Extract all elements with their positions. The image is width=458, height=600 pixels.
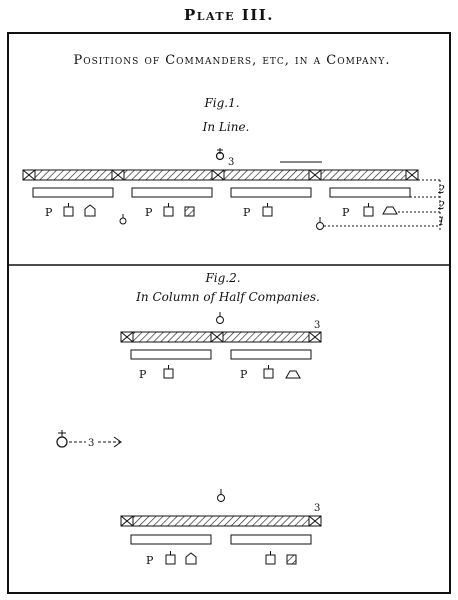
sergeant-icon: [63, 203, 74, 217]
fig1-subtitle: In Line.: [202, 120, 250, 134]
fig2-bottom-right-number: 3: [314, 503, 320, 514]
sergeant-icon: [165, 551, 176, 565]
fig2-lower-rank: [120, 515, 322, 527]
sergeant-icon: [363, 203, 374, 217]
side-commander-arrow: [56, 430, 122, 448]
plate-title: Plate III.: [184, 6, 274, 24]
fig2-commander-icon: [216, 312, 224, 324]
fig2-upper-sections: [130, 349, 312, 360]
marker-p: P: [145, 206, 153, 219]
plate-frame: [7, 32, 451, 594]
house-icon: [382, 206, 398, 215]
fig1-dotted-lines: [324, 179, 441, 230]
marker-p: P: [342, 206, 350, 219]
fig1-front-rank: [22, 169, 419, 181]
fig2-lower-markers: P: [146, 551, 297, 567]
sergeant-icon: [163, 365, 174, 379]
fig1-markers: P P P P: [45, 203, 398, 230]
hatched-square-icon: [286, 554, 297, 565]
fig1-commander-icon: [215, 148, 225, 161]
marker-p: P: [240, 368, 248, 381]
fig2-caption: Fig.2.: [204, 271, 240, 285]
marker-p: P: [243, 206, 251, 219]
side-arrow-number: 3: [88, 438, 94, 449]
sergeant-icon: [163, 203, 174, 217]
marker-p: P: [146, 554, 154, 567]
fig1-caption: Fig.1.: [203, 96, 239, 110]
sergeant-icon: [265, 551, 276, 565]
fig2-upper-rank: [120, 331, 322, 343]
fig1-right-number: 2: [437, 183, 445, 196]
guide-circle-icon: [119, 214, 127, 225]
hatched-square-icon: [184, 206, 195, 217]
fig2-lower-sections: [130, 534, 312, 545]
marker-p: P: [45, 206, 53, 219]
marker-p: P: [139, 368, 147, 381]
fig1-right-number: 2: [437, 199, 445, 212]
fig1-sections: [32, 187, 411, 198]
fig1-right-number: 1: [438, 215, 445, 228]
house-icon: [84, 204, 96, 217]
fig2-lower-commander-icon: [217, 489, 225, 502]
fig1-center-number: 3: [228, 157, 234, 168]
sergeant-icon: [263, 365, 274, 379]
fig2-top-right-number: 3: [314, 320, 320, 331]
fig2-upper-markers: P P: [139, 365, 301, 381]
officer-circle-icon: [316, 217, 324, 230]
house-icon: [285, 370, 301, 379]
fig2-subtitle: In Column of Half Companies.: [135, 290, 320, 304]
house-icon: [185, 552, 197, 565]
sergeant-icon: [262, 203, 273, 217]
main-title: Positions of Commanders, etc, in a Compa…: [74, 53, 391, 68]
